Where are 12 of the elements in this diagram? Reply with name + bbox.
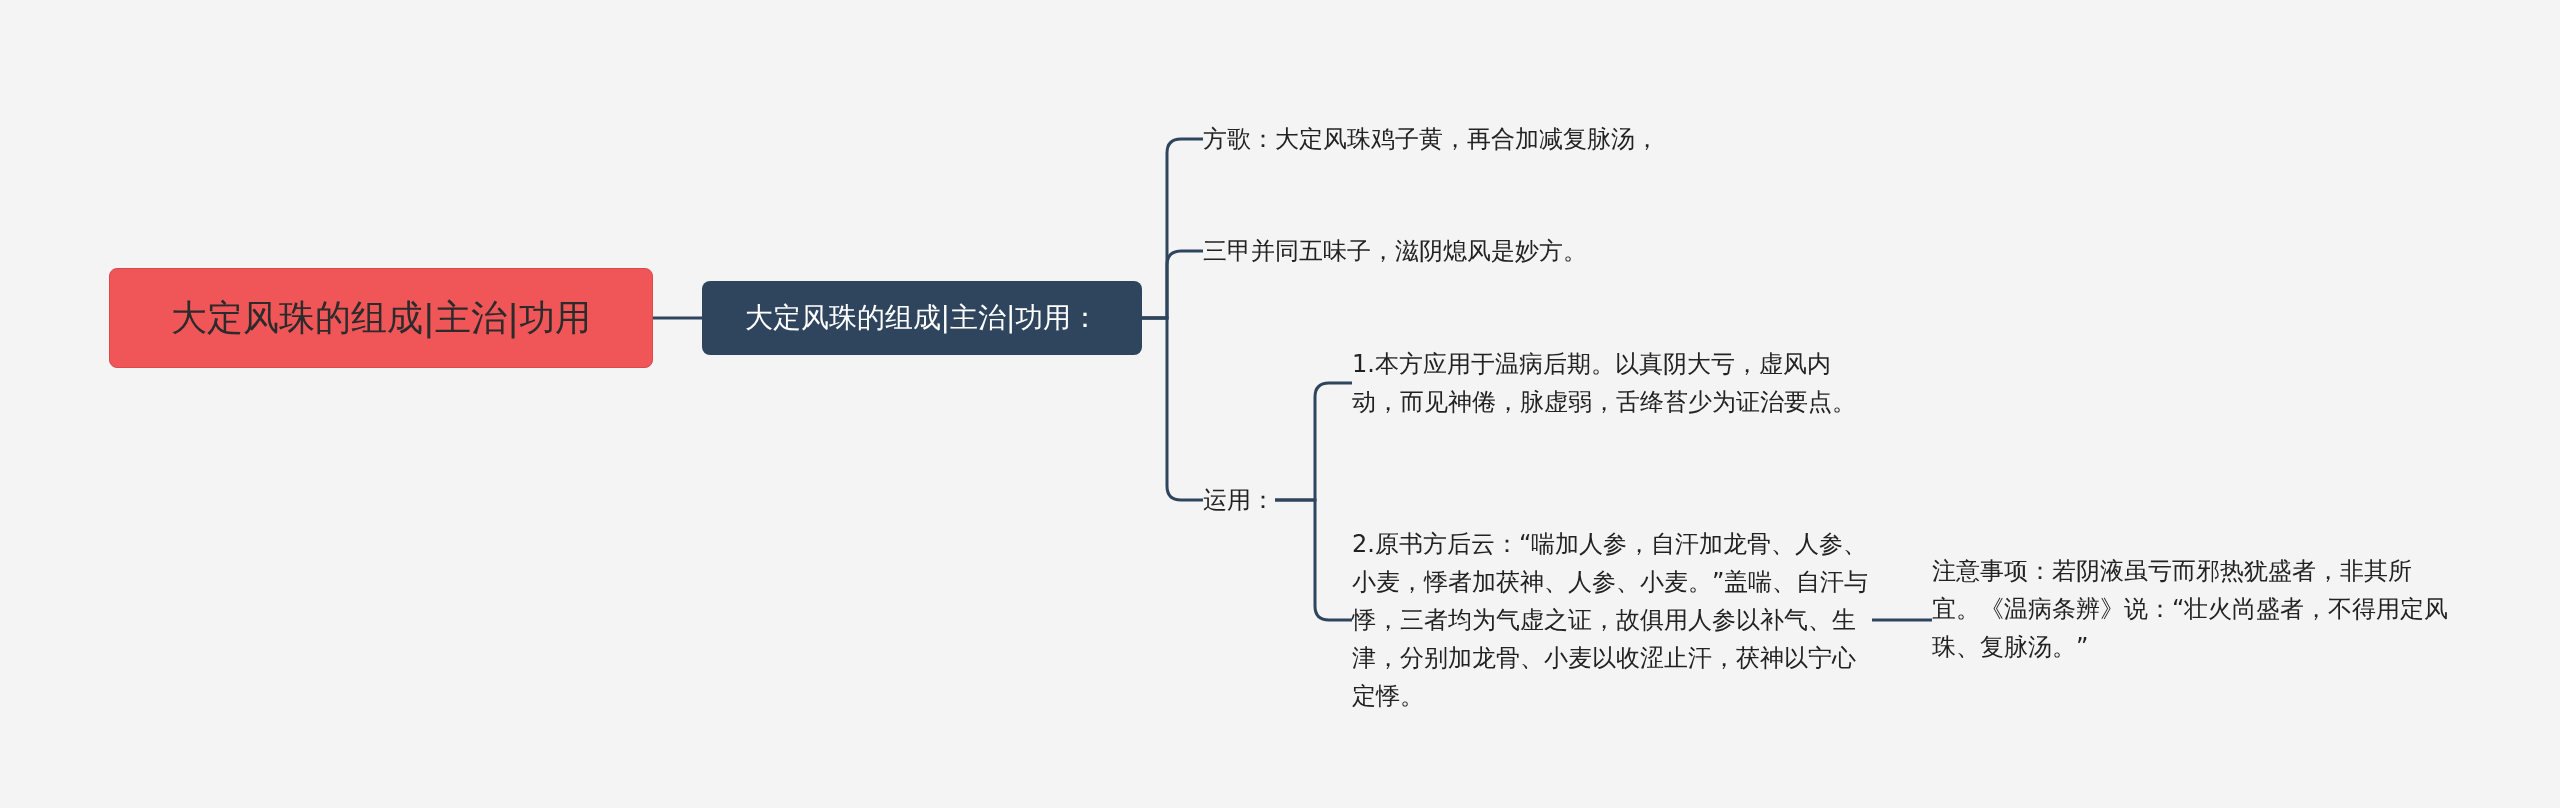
main-topic-box: 大定风珠的组成|主治|功用：	[702, 281, 1142, 355]
connector-line	[1142, 316, 1203, 502]
connector-line	[1275, 498, 1352, 622]
topic-text: 方歌：大定风珠鸡子黄，再合加减复脉汤，	[1203, 120, 1659, 158]
connector-line	[1872, 618, 1932, 622]
topic-text: 三甲并同五味子，滋阴熄风是妙方。	[1203, 232, 1587, 270]
topic-text: 1.本方应用于温病后期。以真阴大亏，虚风内动，而见神倦，脉虚弱，舌绛苔少为证治要点。	[1352, 345, 1872, 421]
topic-text: 2.原书方后云：“喘加人参，自汗加龙骨、人参、小麦，悸者加茯神、人参、小麦。”盖喘、自汗与悸，三者均为气虚之证，故俱用人参以补气、生津，分别加龙骨、小麦以收涩止汗，茯神以宁心定悸。	[1352, 525, 1872, 715]
topic-text: 注意事项：若阴液虽亏而邪热犹盛者，非其所宜。《温病条辨》说：“壮火尚盛者，不得用定风珠、复脉汤。”	[1932, 552, 2452, 666]
topic-text: 运用：	[1203, 481, 1275, 519]
root-topic-box: 大定风珠的组成|主治|功用	[109, 268, 653, 368]
connector-line	[653, 316, 702, 320]
